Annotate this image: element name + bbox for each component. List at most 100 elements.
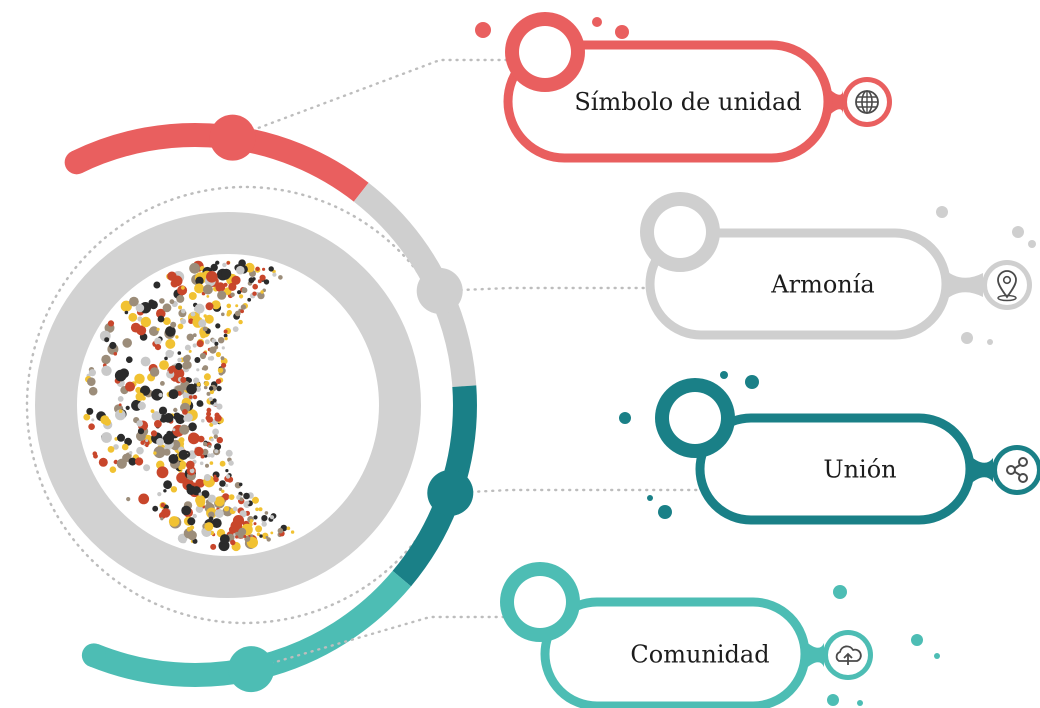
confetti-dot: [247, 297, 252, 302]
confetti-dot: [208, 386, 214, 391]
confetti-dot: [264, 511, 269, 515]
decor-dot: [592, 17, 602, 27]
confetti-dot: [173, 407, 178, 413]
confetti-dot: [214, 430, 218, 434]
confetti-dot: [241, 287, 248, 294]
confetti-dot: [86, 407, 94, 415]
confetti-dot: [182, 409, 188, 415]
confetti-dot: [171, 275, 183, 287]
confetti-dot: [187, 377, 192, 383]
confetti-dot: [202, 326, 208, 332]
confetti-dot: [163, 413, 174, 423]
confetti-dot: [196, 382, 201, 387]
icon-stub: [942, 267, 983, 303]
confetti-dot: [195, 505, 204, 513]
confetti-dot: [198, 319, 207, 328]
confetti-dot: [232, 515, 245, 527]
confetti-dot: [215, 378, 222, 384]
confetti-dot: [194, 283, 205, 294]
confetti-dot: [186, 485, 197, 496]
confetti-dot: [215, 351, 221, 358]
card-label-1: Símbolo de unidad: [574, 88, 801, 116]
confetti-dot: [151, 411, 162, 421]
confetti-dot: [265, 535, 269, 539]
icon-badge: [987, 265, 1027, 305]
confetti-dot: [252, 496, 259, 504]
confetti-dot: [175, 414, 186, 425]
confetti-dot: [238, 527, 247, 536]
confetti-dot: [269, 515, 275, 520]
confetti-dot: [231, 275, 241, 285]
confetti-dot: [253, 515, 258, 520]
confetti-dot: [194, 357, 201, 363]
confetti-dot: [225, 483, 229, 488]
confetti-dot: [270, 531, 274, 535]
decor-dot: [647, 495, 653, 501]
confetti-dot: [223, 329, 228, 334]
confetti-dot: [101, 365, 112, 376]
confetti-dot: [225, 474, 231, 479]
confetti-dot: [192, 394, 198, 400]
confetti-dot: [184, 413, 193, 422]
confetti-dot: [126, 356, 133, 364]
confetti-dot: [189, 262, 201, 274]
card-pill: [695, 413, 975, 525]
confetti-dot: [228, 525, 237, 534]
confetti-dot: [260, 290, 264, 294]
decor-dot: [615, 25, 629, 39]
confetti-dot: [226, 303, 232, 309]
confetti-dot: [221, 312, 225, 317]
confetti-dot: [228, 282, 237, 291]
confetti-dot: [125, 405, 130, 410]
confetti-dot: [88, 369, 96, 377]
confetti-dot: [200, 454, 205, 459]
confetti-dot: [255, 507, 259, 512]
confetti-dot: [290, 530, 295, 534]
confetti-dot: [257, 292, 265, 300]
confetti-dot: [91, 418, 95, 422]
confetti-dot: [101, 436, 105, 440]
connector-line-4: [249, 615, 547, 671]
decor-dot: [1028, 240, 1036, 248]
arc-end-cap: [81, 643, 106, 668]
confetti-dot: [117, 396, 124, 402]
confetti-dot: [188, 349, 192, 353]
confetti-dot: [116, 458, 127, 469]
card-pill: [503, 40, 833, 163]
confetti-dot: [138, 493, 150, 505]
confetti-dot: [278, 275, 283, 280]
confetti-dot: [232, 506, 238, 512]
confetti-dot: [181, 505, 192, 516]
confetti-dot: [221, 346, 225, 350]
confetti-dot: [214, 341, 219, 346]
confetti-dot: [223, 333, 228, 338]
confetti-dot: [172, 428, 176, 432]
confetti-dot: [118, 409, 123, 414]
confetti-dot: [168, 454, 179, 464]
confetti-dot: [256, 532, 261, 536]
confetti-dot: [230, 539, 236, 546]
decor-dot: [658, 505, 672, 519]
confetti-dot: [159, 360, 169, 370]
confetti-dot: [136, 325, 147, 336]
confetti-dot: [158, 406, 168, 415]
confetti-dot: [129, 296, 139, 307]
confetti-dot: [196, 340, 204, 348]
confetti-dot: [206, 411, 212, 417]
confetti-dot: [115, 409, 126, 421]
confetti-dot: [258, 507, 263, 512]
confetti-dot: [109, 341, 117, 350]
confetti-dot: [156, 308, 166, 319]
confetti-dot: [239, 497, 244, 502]
confetti-dot: [263, 279, 270, 285]
confetti-dot: [210, 263, 218, 272]
confetti-dot: [140, 356, 151, 367]
confetti-dot: [137, 428, 145, 435]
confetti-dot: [204, 339, 210, 345]
confetti-dot: [225, 469, 229, 473]
confetti-dot: [184, 344, 191, 351]
confetti-dot: [216, 436, 223, 444]
confetti-dot: [222, 493, 230, 501]
confetti-dot: [261, 515, 268, 522]
confetti-dot: [195, 276, 204, 285]
